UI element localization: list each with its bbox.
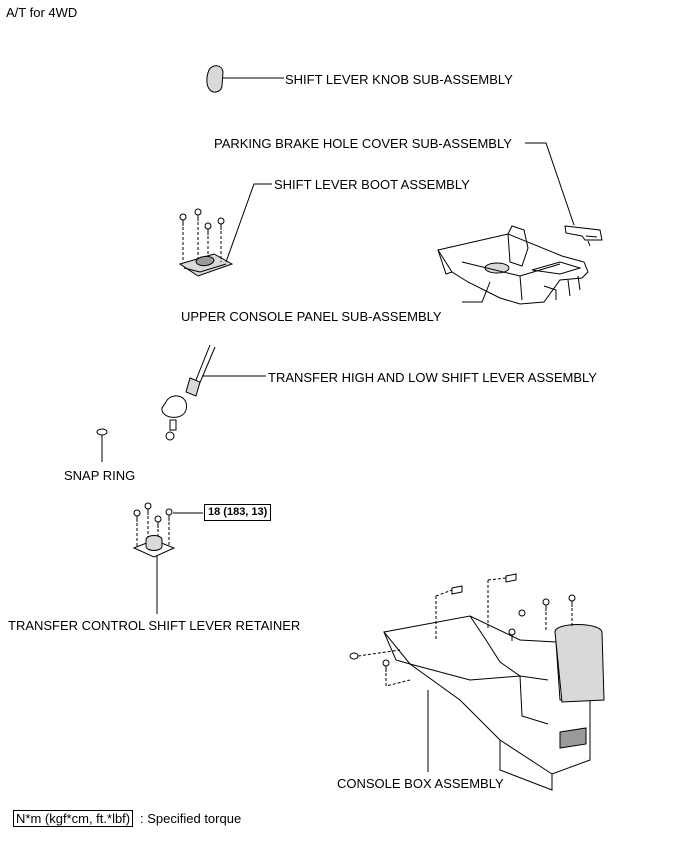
snap-ring-drawing (96, 428, 108, 462)
label-snap-ring: SNAP RING (64, 468, 136, 483)
page-title: A/T for 4WD (6, 5, 78, 20)
label-shift-lever-boot: SHIFT LEVER BOOT ASSEMBLY (274, 177, 470, 192)
label-console-box: CONSOLE BOX ASSEMBLY (337, 776, 504, 791)
retainer-drawing (132, 502, 203, 614)
shift-lever-boot-drawing (178, 183, 272, 277)
torque-legend-unit: N*m (kgf*cm, ft.*lbf) (13, 810, 134, 827)
torque-value-box: 18 (183, 13) (204, 504, 272, 521)
transfer-lever-drawing (161, 344, 266, 441)
label-shift-lever-knob: SHIFT LEVER KNOB SUB-ASSEMBLY (285, 72, 513, 87)
torque-legend-text: : Specified torque (140, 811, 242, 826)
label-parking-brake-cover: PARKING BRAKE HOLE COVER SUB-ASSEMBLY (214, 136, 512, 151)
shift-lever-knob-drawing (206, 65, 284, 93)
parking-brake-cover-drawing (525, 142, 603, 247)
upper-console-panel-drawing (437, 225, 589, 305)
label-upper-console-panel: UPPER CONSOLE PANEL SUB-ASSEMBLY (181, 309, 442, 324)
console-box-drawing (349, 573, 605, 791)
label-transfer-lever: TRANSFER HIGH AND LOW SHIFT LEVER ASSEMB… (268, 370, 597, 385)
label-retainer: TRANSFER CONTROL SHIFT LEVER RETAINER (8, 618, 301, 633)
